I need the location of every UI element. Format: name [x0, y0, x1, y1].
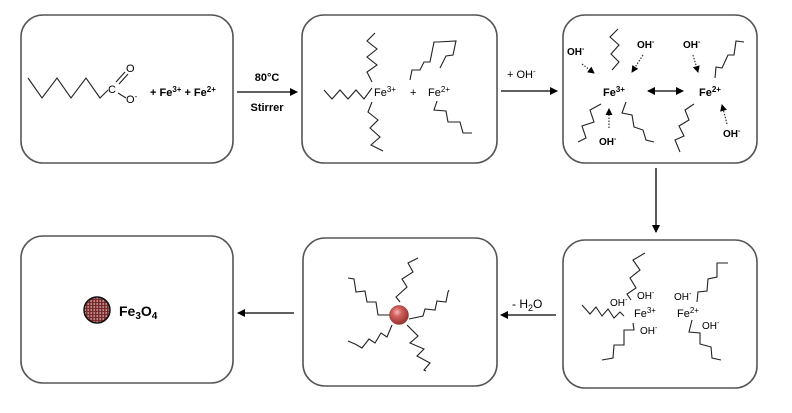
hydroxide-ion: OH-: [637, 290, 655, 302]
alkyl-chain: [366, 32, 378, 83]
alkyl-chain: [581, 304, 625, 319]
step-1-box: [20, 14, 234, 164]
alkyl-chain: [674, 103, 695, 153]
hydroxide-attack-arrow: [720, 104, 728, 125]
hydroxide-ion: OH-: [702, 320, 720, 332]
step-3-box: [562, 14, 758, 164]
oxygen-anion: O-: [126, 92, 138, 106]
plus-sign: +: [410, 87, 416, 99]
step-5-content: [347, 257, 450, 372]
alkyl-chain: [27, 77, 109, 99]
magnetite-particle: [83, 296, 111, 324]
alkyl-chain: [433, 100, 472, 134]
magnetite-formula: Fe3O4: [119, 303, 158, 322]
alkyl-chain: [621, 101, 655, 143]
fe2-ion: Fe2+: [428, 85, 450, 99]
hydroxide-ion: OH-: [610, 297, 628, 309]
step-6-box: [20, 235, 234, 384]
fe3-ion: Fe3+: [634, 306, 656, 320]
alkyl-chain: [696, 262, 728, 303]
oxygen-double-bonded: O: [126, 63, 135, 75]
step-4-content: OH- OH- OH- OH- OH- Fe3+ Fe2+: [581, 252, 728, 361]
fe2-ion: Fe2+: [677, 306, 699, 320]
carbon-atom: C: [108, 84, 116, 96]
arrow-step1-to-step2: 80°C Stirrer: [237, 72, 298, 114]
hydroxide-ion: OH-: [637, 39, 655, 51]
alkyl-chain: [714, 40, 745, 79]
hydroxide-ion: OH-: [599, 136, 617, 148]
temperature-label: 80°C: [255, 72, 280, 84]
alkyl-chain: [577, 103, 602, 143]
step-4-box: [562, 239, 758, 389]
nanoparticle-core: [389, 305, 409, 325]
fe3-ion: Fe3+: [374, 85, 396, 99]
hydroxide-ion: OH-: [567, 46, 585, 58]
alkyl-chain: [437, 40, 457, 69]
add-hydroxide-label: + OH-: [507, 67, 536, 81]
alkyl-chain: [626, 252, 646, 301]
step-2-content: Fe3+ + Fe2+: [323, 32, 472, 152]
arrow-step2-to-step3: + OH-: [501, 67, 558, 95]
alkyl-chain: [323, 87, 373, 100]
alkyl-chain: [347, 277, 390, 316]
alkyl-chain: [609, 28, 620, 71]
alkyl-chain: [395, 257, 419, 303]
c-o-single-bond: [117, 92, 127, 99]
iron-ions-reactants: + Fe3++ Fe2+: [150, 85, 216, 99]
alkyl-chain: [406, 324, 431, 372]
fe2-ion: Fe2+: [699, 85, 721, 99]
hydroxide-ion: OH-: [723, 128, 741, 140]
remove-water-label: - H2O: [512, 297, 542, 313]
step-6-content: Fe3O4: [83, 296, 158, 324]
stirrer-label: Stirrer: [250, 102, 284, 114]
c-o-double-bond-2: [118, 73, 129, 85]
alkyl-chain: [601, 322, 635, 361]
alkyl-chain: [367, 101, 384, 152]
hydroxide-ion: OH-: [674, 291, 692, 303]
hydroxide-ion: OH-: [640, 325, 658, 337]
hydroxide-attack-arrow: [631, 54, 644, 73]
step-3-content: OH- OH- OH- OH- OH- Fe3+ Fe2+: [567, 28, 745, 153]
hydroxide-attack-arrow: [581, 63, 595, 74]
alkyl-chain: [408, 289, 450, 320]
step-1-content: C O O- + Fe3++ Fe2+: [27, 63, 216, 106]
alkyl-chain: [688, 319, 722, 361]
c-o-double-bond: [115, 71, 126, 83]
step-2-box: [301, 14, 498, 164]
arrow-step4-to-step5: - H2O: [500, 297, 556, 319]
fe3-ion: Fe3+: [603, 85, 625, 99]
alkyl-chain: [409, 41, 438, 81]
hydroxide-ion: OH-: [683, 39, 701, 51]
alkyl-chain: [347, 324, 393, 349]
